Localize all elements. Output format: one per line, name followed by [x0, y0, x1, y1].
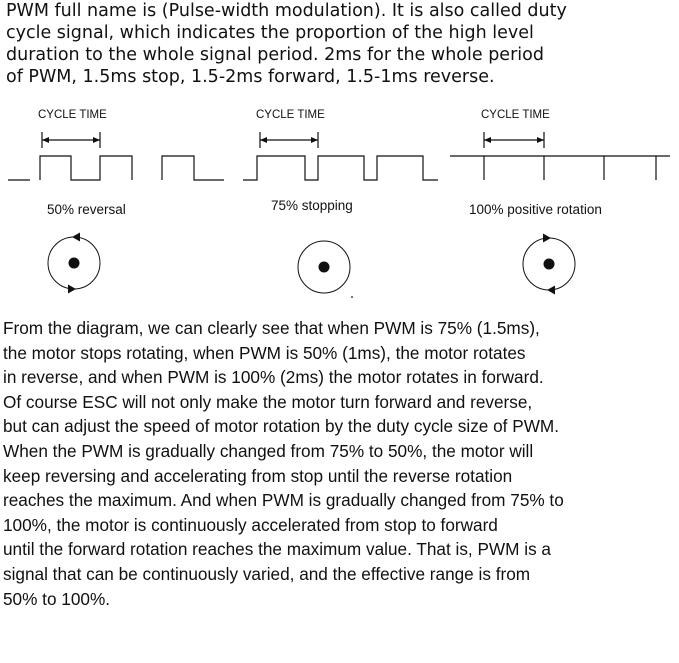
cycle-time-label: CYCLE TIME	[481, 109, 550, 121]
panel-caption: 50% reversal	[47, 202, 126, 217]
body-line: When the PWM is gradually changed from 7…	[3, 440, 534, 461]
body-line: 50% to 100%.	[3, 588, 111, 609]
reverse-rotation-icon	[47, 232, 101, 294]
body-line: reaches the maximum. And when PWM is gra…	[3, 490, 564, 511]
body-line: the motor stops rotating, when PWM is 50…	[3, 342, 526, 363]
intro-line: duration to the whole signal period. 2ms…	[6, 45, 544, 65]
pwm-waveform	[450, 155, 670, 180]
cycle-time-label: CYCLE TIME	[38, 109, 107, 121]
pwm-waveform	[8, 155, 224, 181]
cycle-time-arrow	[41, 132, 101, 148]
body-line: Of course ESC will not only make the mot…	[3, 391, 533, 412]
panel-caption: 75% stopping	[271, 198, 353, 213]
cycle-time-arrow	[483, 132, 545, 148]
body-line: but can adjust the speed of motor rotati…	[3, 416, 560, 437]
stop-rotation-icon	[297, 240, 353, 298]
body-line: in reverse, and when PWM is 100% (2ms) t…	[3, 367, 544, 388]
intro-line: PWM full name is (Pulse-width modulation…	[6, 1, 567, 21]
explanation-paragraph: From the diagram, we can clearly see tha…	[3, 316, 679, 611]
panel-50-reversal: CYCLE TIME 50% reversal	[8, 109, 224, 294]
forward-rotation-icon	[522, 233, 576, 295]
body-line: until the forward rotation reaches the m…	[3, 539, 551, 560]
body-line: From the diagram, we can clearly see tha…	[3, 318, 540, 338]
panel-caption: 100% positive rotation	[469, 202, 602, 217]
panel-100-positive-rotation: CYCLE TIME 100% positive rotation	[450, 109, 670, 295]
intro-line: cycle signal, which indicates the propor…	[6, 23, 534, 43]
cycle-time-label: CYCLE TIME	[256, 109, 325, 121]
cycle-time-arrow	[259, 132, 319, 148]
pwm-waveform	[243, 155, 438, 181]
body-line: signal that can be continuously varied, …	[3, 563, 531, 584]
pwm-diagram: CYCLE TIME 50% reversal CYCLE TIME 75% s	[8, 109, 670, 298]
body-line: keep reversing and accelerating from sto…	[3, 465, 513, 486]
intro-line: of PWM, 1.5ms stop, 1.5-2ms forward, 1.5…	[6, 67, 495, 87]
intro-paragraph: PWM full name is (Pulse-width modulation…	[6, 0, 678, 88]
panel-75-stopping: CYCLE TIME 75% stopping	[243, 109, 438, 298]
body-line: 100%, the motor is continuously accelera…	[3, 514, 498, 535]
